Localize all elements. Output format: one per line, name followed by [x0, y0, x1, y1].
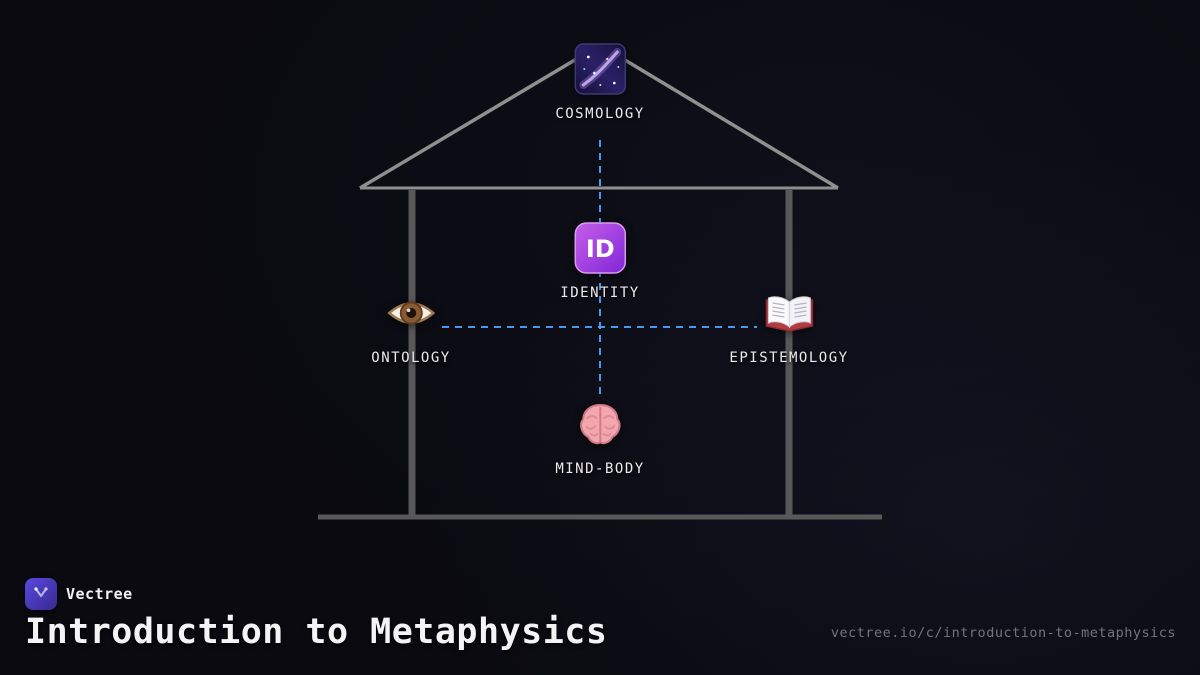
node-ontology[interactable]: ONTOLOGY: [371, 287, 450, 366]
node-label-identity: IDENTITY: [560, 285, 640, 301]
eye-icon: [387, 301, 435, 325]
node-label-epistemology: EPISTEMOLOGY: [729, 350, 849, 366]
page-title: Introduction to Metaphysics: [25, 612, 608, 652]
page-url: vectree.io/c/introduction-to-metaphysics: [830, 625, 1176, 641]
node-label-mind-body: MIND-BODY: [555, 461, 645, 477]
node-epistemology[interactable]: EPISTEMOLOGY: [729, 287, 848, 366]
id-badge-icon: ID: [574, 222, 626, 274]
brand-row: Vectree: [25, 578, 133, 610]
id-badge-text: ID: [586, 235, 615, 263]
galaxy-icon: [574, 43, 626, 95]
brain-icon: [579, 403, 621, 445]
node-mind-body[interactable]: MIND-BODY: [555, 398, 644, 477]
node-label-ontology: ONTOLOGY: [371, 350, 451, 366]
node-cosmology[interactable]: COSMOLOGY: [555, 43, 644, 122]
open-book-icon: [765, 296, 813, 332]
vectree-logo-icon: [34, 587, 48, 601]
node-identity[interactable]: ID IDENTITY: [560, 222, 639, 301]
node-label-cosmology: COSMOLOGY: [555, 106, 645, 122]
brand-name: Vectree: [66, 585, 133, 603]
vectree-logo: [25, 578, 57, 610]
